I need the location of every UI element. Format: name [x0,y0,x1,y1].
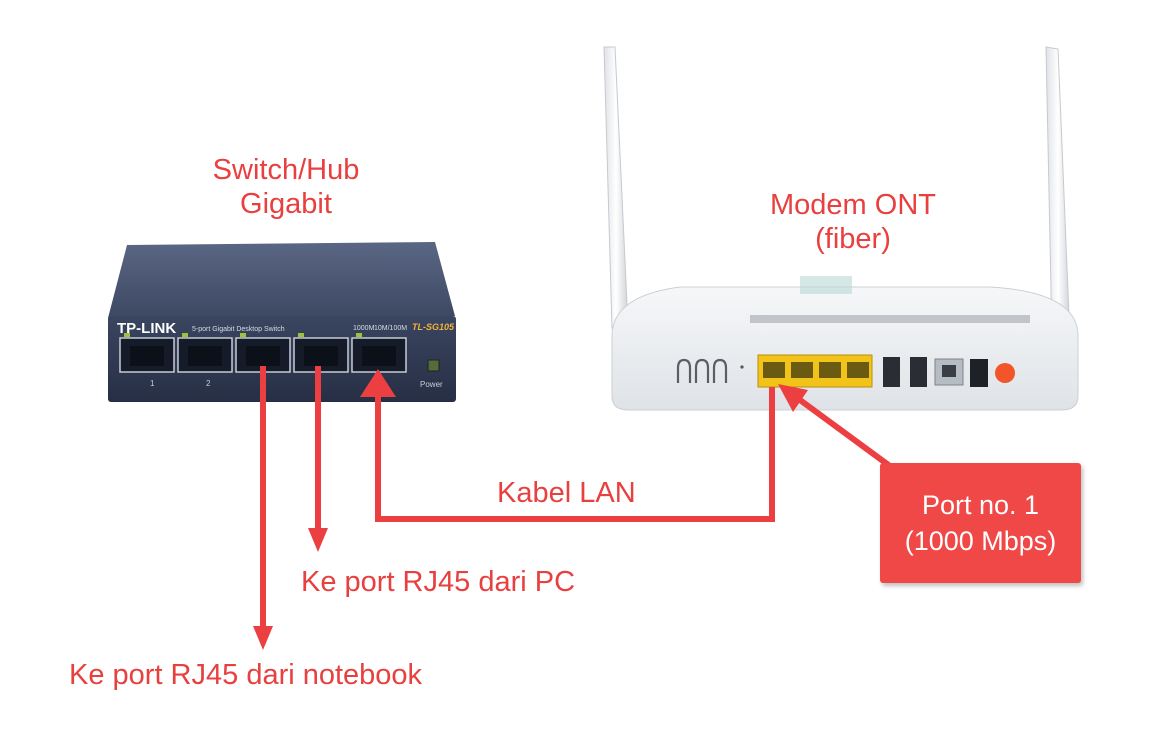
lan-cable-line [375,387,775,522]
switch-label-line1: Switch/Hub [212,154,360,186]
switch-label-line2: Gigabit [240,188,332,220]
antenna-right-icon [1045,46,1071,341]
switch-port-number-2: 2 [206,379,211,388]
indicator-dot-icon [740,365,744,369]
modem-device [603,46,1079,411]
notebook-port-label: Ke port RJ45 dari notebook [69,659,423,691]
power-jack-icon [970,359,988,387]
callout-pointer-line [798,397,900,475]
switch-speed-right-text: 10M/100M [374,325,407,332]
modem-label-line1: Modem ONT [770,189,936,221]
switch-model-text: TL-SG105 [412,322,455,332]
lan-cable-arrowhead-icon [360,369,396,397]
modem-label-line2: (fiber) [815,223,891,255]
pc-port-label: Ke port RJ45 dari PC [301,566,576,598]
lan-port-1 [763,362,785,378]
modem-logo-mark [800,276,852,294]
fiber-port-icon [676,358,728,383]
lan-port-2 [791,362,813,378]
notebook-arrowhead-icon [253,626,273,650]
switch-port-5 [351,333,407,373]
switch-device: TP-LINK 5-port Gigabit Desktop Switch 10… [108,242,456,402]
modem-body [611,286,1079,411]
lan-port-3 [819,362,841,378]
lan-port-4 [847,362,869,378]
switch-brand-text: TP-LINK [117,320,176,337]
callout-pointer-arrowhead-icon [778,384,808,412]
power-button-icon [995,363,1015,383]
modem-label: Modem ONT (fiber) [740,188,966,256]
switch-description-text: 5-port Gigabit Desktop Switch [192,326,285,333]
switch-top-surface [108,242,455,318]
callout-line1: Port no. 1 [921,490,1040,520]
switch-port-number-1: 1 [150,379,155,388]
modem-vent-grille [750,315,1030,323]
switch-speed-left-text: 1000M [353,325,375,332]
switch-port-2 [177,333,233,373]
switch-power-text: Power [420,380,443,389]
pc-arrowhead-icon [308,528,328,552]
cable-label: Kabel LAN [497,477,636,509]
port-callout-box: Port no. 1 (1000 Mbps) [880,463,1081,583]
switch-label: Switch/Hub Gigabit [186,153,386,221]
usb-port-2-icon [910,357,927,387]
callout-line2: (1000 Mbps) [904,526,1057,556]
antenna-left-icon [603,46,629,329]
phone-port-socket [942,365,956,377]
usb-port-1-icon [883,357,900,387]
switch-port-1 [119,333,175,373]
arrows [253,366,900,650]
power-led-icon [427,359,440,372]
